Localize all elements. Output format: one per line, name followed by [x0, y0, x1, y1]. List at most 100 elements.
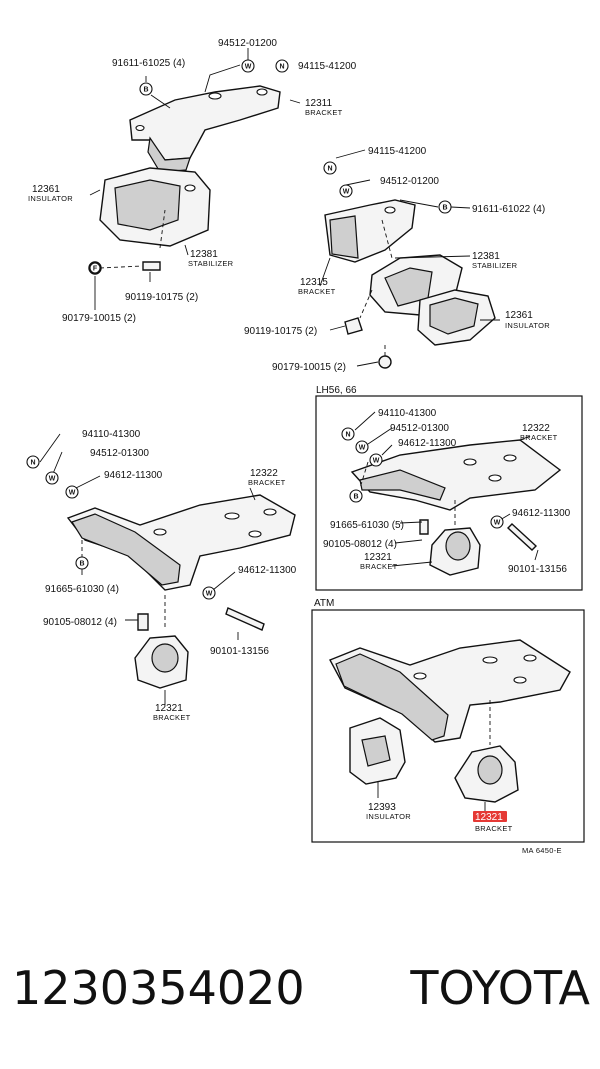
label-12321-c: 12321 [475, 812, 503, 823]
washer-symbol-3: W [355, 440, 369, 454]
label-12361-b: 12361 [505, 310, 533, 321]
label-12315-name: BRACKET [298, 287, 336, 296]
upper-right-bracket-assembly: N W B 94115-41200 94512-01200 91611-6102… [244, 146, 550, 373]
upper-left-bracket-assembly: W N B F 94512-01200 91611-61025 (4) 9411… [28, 38, 357, 324]
atm-frame [311, 609, 585, 843]
label-90179-a: 90179-10015 (2) [62, 313, 136, 324]
lh56-66-title: LH56, 66 [316, 385, 357, 396]
label-12393-name: INSULATOR [366, 812, 411, 821]
label-94612-11300-c: 94612-11300 [398, 438, 457, 449]
insulator-12361-b-rubber [429, 297, 479, 335]
highlight-box-12321 [473, 811, 507, 822]
nut-symbol-1: N [275, 59, 289, 73]
svg-text:N: N [345, 432, 350, 439]
bracket-12311-flange [147, 136, 191, 173]
figure-code: MA 6450-E [522, 846, 562, 855]
bolt-symbol-1: B [139, 82, 153, 96]
svg-text:N: N [279, 64, 284, 71]
washer-symbol-6: W [45, 471, 59, 485]
label-12315: 12315 [300, 277, 328, 288]
svg-text:W: W [245, 64, 252, 71]
svg-text:W: W [206, 591, 213, 598]
label-94115-41200-a: 94115-41200 [298, 61, 357, 72]
lh56-66-box: LH56, 66 N W W B W 94 [315, 385, 583, 591]
insulator-12361-left-rubber [114, 179, 181, 231]
stabilizer-dash [99, 209, 166, 269]
crossmember-b-hole-3 [488, 474, 502, 482]
insulator-12361-left-hole [184, 184, 196, 192]
label-91665-61030-b: 91665-61030 (5) [330, 520, 404, 531]
dash-top-right [359, 219, 393, 356]
label-90105-08012-b: 90105-08012 (4) [323, 539, 397, 550]
flange-symbol-1: F [89, 262, 101, 274]
leader-middle-left [39, 433, 256, 705]
crossmember-12322-b-rail [359, 469, 446, 501]
svg-text:W: W [373, 458, 380, 465]
svg-text:W: W [49, 476, 56, 483]
crossmember-b-hole-1 [463, 458, 477, 466]
atm-title: ATM [314, 598, 334, 609]
label-90101-13156-a: 90101-13156 [210, 646, 269, 657]
label-90105-08012-a: 90105-08012 (4) [43, 617, 117, 628]
svg-text:B: B [79, 561, 84, 568]
bolt-90105-a [137, 613, 149, 631]
crossmember-atm-hole-1 [482, 656, 498, 664]
bolt-90101-b [506, 523, 538, 551]
svg-text:W: W [343, 189, 350, 196]
bolt-symbol-4: B [75, 556, 89, 570]
label-12381-a-name: STABILIZER [188, 259, 234, 268]
svg-text:F: F [93, 266, 98, 273]
crossmember-atm-rail [335, 653, 449, 741]
nut-symbol-2: N [323, 161, 337, 175]
washer-symbol-5: W [490, 515, 504, 529]
label-94612-11300-b: 94612-11300 [238, 565, 297, 576]
nut-symbol-3: N [341, 427, 355, 441]
bracket-12311-hole-1 [208, 92, 222, 100]
nut-symbol-4: N [26, 455, 40, 469]
washer-symbol-1: W [241, 59, 255, 73]
label-91665-61030-a: 91665-61030 (4) [45, 584, 119, 595]
label-94612-11300-a: 94612-11300 [104, 470, 163, 481]
label-12321-b-name: BRACKET [360, 562, 398, 571]
crossmember-atm-hole-2 [523, 654, 537, 662]
label-94612-11300-d: 94612-11300 [512, 508, 571, 519]
label-91611-61025: 91611-61025 (4) [112, 58, 185, 69]
washer-symbol-8: W [202, 586, 216, 600]
label-12321-a: 12321 [155, 703, 183, 714]
label-94110-41300-a: 94110-41300 [82, 429, 141, 440]
leader-top-left [89, 48, 301, 310]
label-12322-a-name: BRACKET [248, 478, 286, 487]
crossmember-a-hole-1 [224, 512, 240, 520]
bolt-90101-a [225, 607, 265, 631]
svg-text:N: N [327, 166, 332, 173]
svg-text:B: B [353, 494, 358, 501]
label-90119-b: 90119-10175 (2) [244, 326, 317, 337]
label-12311-name: BRACKET [305, 108, 343, 117]
svg-text:W: W [359, 445, 366, 452]
bolt-symbol-2: B [438, 200, 452, 214]
bracket-12321-c-rubber [477, 755, 503, 785]
insulator-12393-rubber [361, 735, 391, 767]
label-94115-41200-b: 94115-41200 [368, 146, 427, 157]
bolt-90119-left [142, 261, 161, 271]
label-12381-b-name: STABILIZER [472, 261, 518, 270]
crossmember-b-hole-2 [503, 454, 517, 462]
bracket-12315-face [329, 215, 359, 259]
middle-left-crossmember-assembly: N W W B W 94110-41300 94512-01300 94612-… [26, 429, 297, 722]
crossmember-a-hole-3 [248, 530, 262, 538]
label-12361-a: 12361 [32, 184, 60, 195]
bracket-12311-hole-3 [135, 124, 145, 132]
bracket-12321-b-rubber [445, 531, 471, 561]
washer-symbol-2: W [339, 184, 353, 198]
bolt-90119-b [344, 317, 363, 335]
label-90119-a: 90119-10175 (2) [125, 292, 198, 303]
label-12361-a-name: INSULATOR [28, 194, 73, 203]
label-12321-c-name: BRACKET [475, 824, 513, 833]
bolt-90105-b [419, 519, 429, 535]
svg-text:W: W [494, 520, 501, 527]
label-94512-01300-a: 94512-01300 [90, 448, 149, 459]
atm-box: ATM 12393 INSULATOR 12321 BRACKET [311, 598, 585, 843]
label-12381-b: 12381 [472, 251, 500, 262]
label-12322-b-name: BRACKET [520, 433, 558, 442]
